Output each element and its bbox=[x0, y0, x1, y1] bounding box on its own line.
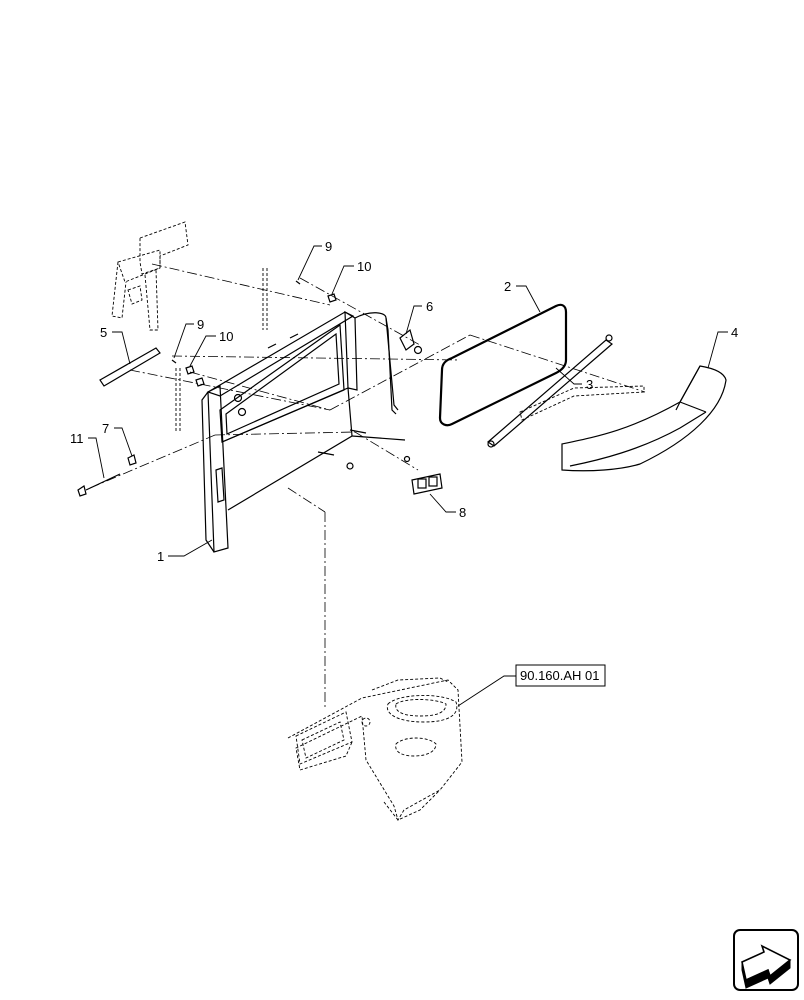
callout-9-upper: 9 bbox=[325, 239, 332, 254]
callout-1: 1 bbox=[157, 549, 164, 564]
callout-2: 2 bbox=[504, 279, 511, 294]
callout-9-lower: 9 bbox=[197, 317, 204, 332]
ghost-console bbox=[287, 677, 463, 822]
callout-10-lower: 10 bbox=[219, 329, 233, 344]
callout-7: 7 bbox=[102, 421, 109, 436]
reference-box[interactable]: 90.160.AH 01 bbox=[515, 664, 606, 687]
part-7-11-fasteners bbox=[77, 454, 137, 497]
callout-8: 8 bbox=[459, 505, 466, 520]
callout-6: 6 bbox=[426, 299, 433, 314]
callout-11: 11 bbox=[70, 431, 84, 446]
callout-labels: 1 2 3 4 5 6 7 8 9 9 10 10 11 bbox=[70, 239, 738, 564]
lower-bolts bbox=[317, 429, 411, 470]
navigation-arrow-icon[interactable] bbox=[733, 929, 799, 991]
part-6-clip bbox=[399, 328, 423, 355]
callout-10-upper: 10 bbox=[357, 259, 371, 274]
part-4-curved-trim bbox=[561, 365, 727, 472]
leader-lines bbox=[88, 245, 728, 707]
center-lines bbox=[89, 263, 646, 710]
hardware-9-10-upper bbox=[295, 280, 337, 303]
reference-label[interactable]: 90.160.AH 01 bbox=[520, 668, 600, 683]
hardware-9-10-lower bbox=[171, 359, 205, 387]
callout-3: 3 bbox=[586, 377, 593, 392]
callout-4: 4 bbox=[731, 325, 738, 340]
callout-5: 5 bbox=[100, 325, 107, 340]
part-2-glass-panel bbox=[438, 303, 568, 427]
part-8-switch-plate bbox=[411, 473, 443, 495]
part-1-side-panel bbox=[175, 268, 406, 553]
part-3-rail bbox=[487, 334, 645, 448]
ghost-cab-bracket bbox=[111, 221, 189, 331]
part-5-rod bbox=[99, 347, 161, 387]
